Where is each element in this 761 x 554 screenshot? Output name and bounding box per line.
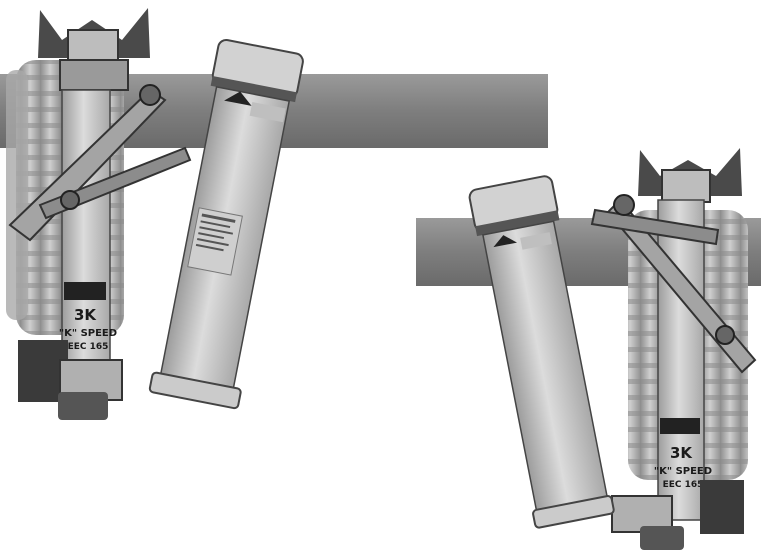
right-cutout-assembly: 3K "K" SPEED EEC 165 xyxy=(416,148,761,550)
left-hinge-arms xyxy=(8,84,192,242)
right-hinge-arms xyxy=(590,194,757,374)
right-standard-label: EEC 165 xyxy=(663,480,704,490)
right-fuse-body: 3K "K" SPEED EEC 165 xyxy=(654,199,712,521)
right-fuse-tube xyxy=(468,175,615,529)
right-top-contact xyxy=(638,148,742,203)
left-rating-label: 3K xyxy=(74,306,97,324)
left-fuse-tube xyxy=(148,39,304,410)
left-standard-label: EEC 165 xyxy=(68,342,109,352)
left-speed-label: "K" SPEED xyxy=(59,328,117,339)
right-rating-label: 3K xyxy=(670,444,693,462)
right-speed-label: "K" SPEED xyxy=(654,466,712,477)
right-bottom-contact xyxy=(611,480,744,550)
left-cutout-assembly: 3K "K" SPEED EEC 165 xyxy=(0,8,548,420)
left-top-contact xyxy=(38,8,150,91)
left-bottom-contact xyxy=(18,340,123,420)
